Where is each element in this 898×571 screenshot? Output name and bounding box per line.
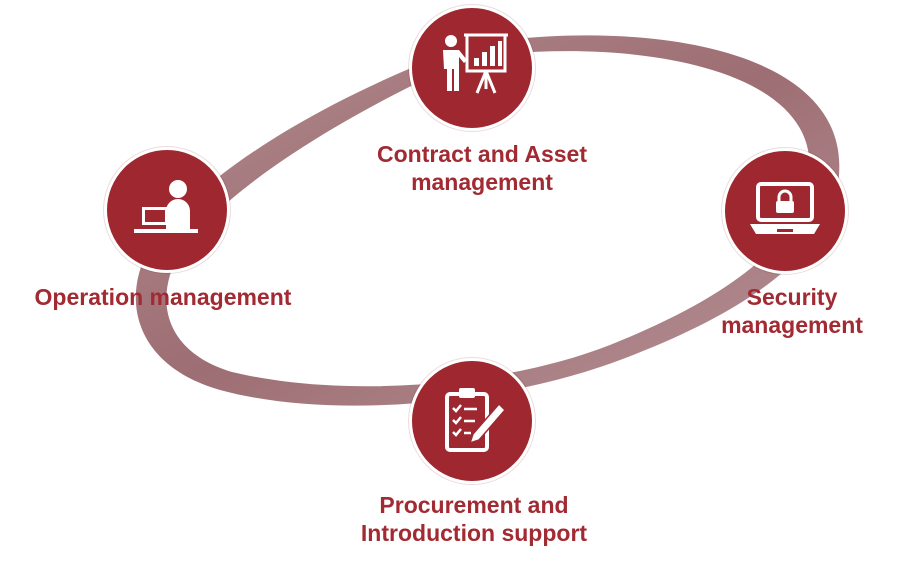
security-label: Security management [721, 284, 863, 338]
contract-asset-label: Contract and Asset management [376, 141, 588, 195]
ring-band [135, 35, 840, 406]
laptop-lock-icon [750, 182, 820, 234]
procurement-label: Procurement and Introduction support [360, 492, 588, 546]
operation-node [104, 147, 230, 273]
clipboard-checklist-icon [445, 388, 507, 452]
presentation-icon [443, 33, 508, 94]
security-node [722, 148, 848, 274]
person-at-computer-icon [134, 180, 198, 233]
procurement-node [409, 358, 535, 484]
operation-label: Operation management [34, 284, 292, 310]
contract-asset-node [409, 5, 535, 131]
